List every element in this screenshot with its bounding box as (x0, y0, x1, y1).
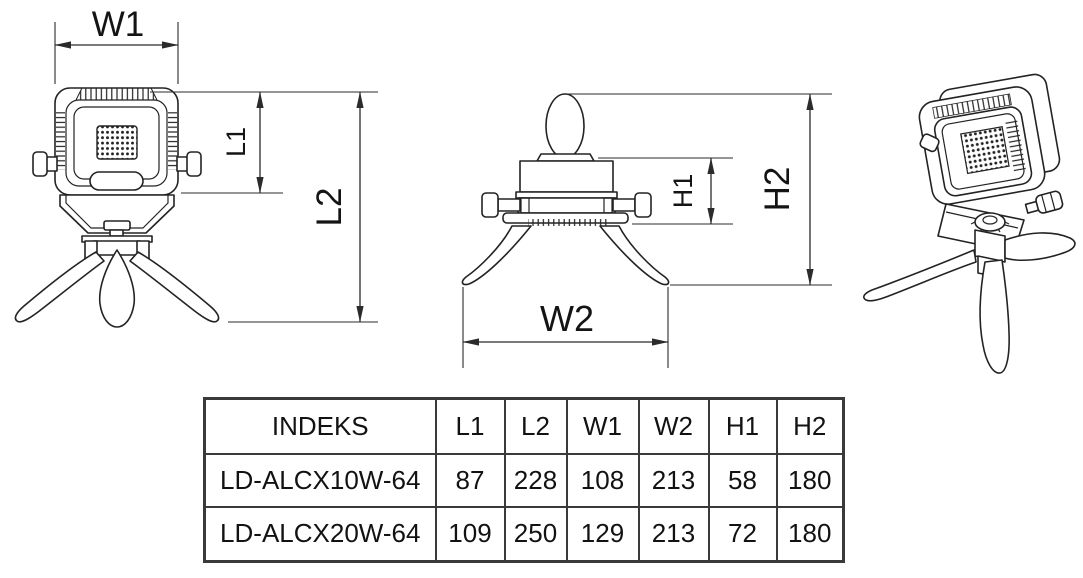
bracket-knob (103, 220, 131, 231)
value-cell: 72 (707, 505, 778, 563)
iso-led-panel (960, 126, 1010, 175)
col-header-l2: L2 (503, 397, 568, 455)
col-header-w2: W2 (637, 397, 710, 455)
led-panel (96, 125, 138, 160)
front-dimensions: W1 L1 L2 (54, 5, 378, 323)
tripod-leg-front (98, 249, 136, 328)
side-dimensions: H1 H2 W2 (462, 93, 832, 368)
top-fins (75, 87, 158, 101)
left-fins (56, 112, 65, 170)
value-cell: 87 (434, 452, 506, 508)
side-legs (461, 225, 670, 286)
right-knob (176, 151, 202, 177)
body-box (519, 160, 614, 193)
col-header-h1: H1 (707, 397, 778, 455)
iso-tripod (863, 212, 1076, 374)
tripod-leg-right (129, 251, 220, 323)
col-header-h2: H2 (775, 397, 845, 455)
side-body (481, 93, 652, 226)
value-cell: 129 (565, 505, 640, 563)
value-cell: 180 (775, 452, 845, 508)
dim-label-l2: L2 (310, 188, 349, 227)
side-leg-left (461, 225, 532, 286)
side-left-knob (481, 192, 521, 218)
dim-label-h1: H1 (668, 174, 698, 209)
front-bracket (59, 194, 175, 237)
dim-label-h2: H2 (758, 167, 797, 212)
side-leg-right (599, 225, 670, 286)
table-row: LD-ALCX10W-64 87 228 108 213 58 180 (203, 452, 845, 508)
handle-base (536, 153, 595, 162)
front-floodlight-head (32, 87, 202, 196)
value-cell: 180 (775, 505, 845, 563)
iso-left-knob (919, 133, 940, 153)
value-cell: 213 (637, 505, 710, 563)
right-fins (168, 112, 177, 170)
iso-right-knob (1024, 190, 1064, 214)
side-right-knob (612, 192, 652, 218)
iso-head (918, 73, 1061, 205)
table-header-row: INDEKS L1 L2 W1 W2 H1 H2 (203, 397, 845, 455)
value-cell: 213 (637, 452, 710, 508)
table-row: LD-ALCX20W-64 109 250 129 213 72 180 (203, 505, 845, 563)
col-header-w1: W1 (565, 397, 640, 455)
iso-top-fins (932, 93, 1012, 119)
side-view: H1 H2 W2 (461, 93, 832, 368)
handle-bar (89, 171, 144, 191)
value-cell: 228 (503, 452, 568, 508)
dim-label-w2: W2 (540, 298, 594, 339)
tripod-leg-left (14, 251, 105, 323)
dim-label-w1: W1 (92, 5, 145, 44)
iso-side-fins (1004, 118, 1026, 172)
model-name-cell: LD-ALCX10W-64 (203, 452, 437, 508)
col-header-l1: L1 (434, 397, 506, 455)
iso-column (974, 229, 1006, 263)
iso-leg-front (979, 259, 1010, 374)
dimensions-table: INDEKS L1 L2 W1 W2 H1 H2 LD-ALCX10W-64 8… (203, 397, 845, 563)
value-cell: 58 (707, 452, 778, 508)
base-fins (528, 219, 607, 226)
value-cell: 108 (565, 452, 640, 508)
dim-label-l1: L1 (221, 127, 251, 157)
model-name-cell: LD-ALCX20W-64 (203, 505, 437, 563)
value-cell: 250 (503, 505, 568, 563)
handle-top (545, 93, 585, 159)
iso-leg-right (1004, 232, 1076, 262)
isometric-view (863, 73, 1076, 374)
iso-leg-left (863, 249, 977, 302)
front-tripod (14, 235, 220, 328)
left-knob (32, 151, 58, 177)
front-view: W1 L1 L2 (14, 5, 378, 328)
col-header-indeks: INDEKS (203, 397, 437, 455)
value-cell: 109 (434, 505, 506, 563)
